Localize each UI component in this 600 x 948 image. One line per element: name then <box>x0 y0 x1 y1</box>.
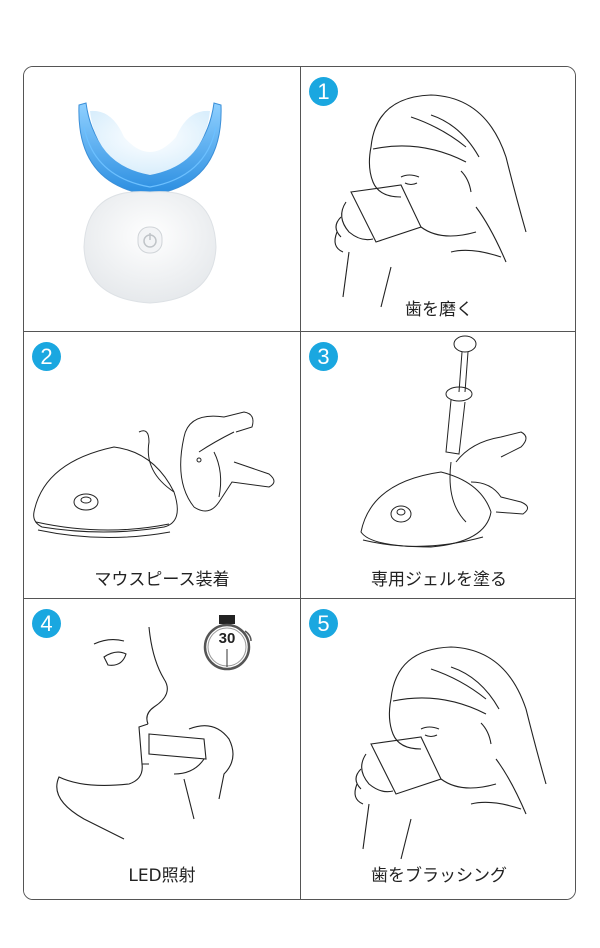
teeth-whitening-device-image <box>78 102 222 304</box>
panel-step-2: 2 マウスピース装着 <box>24 332 300 598</box>
step-caption: LED照射 <box>128 866 196 886</box>
step-badge: 3 <box>309 342 338 371</box>
panel-step-3: 3 専用ジェルを塗る <box>301 332 575 598</box>
stopwatch-icon <box>203 615 252 671</box>
step-badge: 2 <box>32 342 61 371</box>
step-caption: 専用ジェルを塗る <box>371 570 507 590</box>
led-mouthpiece-use-icon <box>56 626 234 840</box>
stopwatch-label: 30 <box>218 630 236 647</box>
step-caption: マウスピース装着 <box>94 570 230 590</box>
step-badge: 4 <box>32 609 61 638</box>
panel-step-1: 1 歯を磨く <box>301 67 575 331</box>
woman-drinking-cup-icon <box>354 646 547 860</box>
instruction-grid: 1 歯を磨く 2 マウ <box>23 66 576 900</box>
panel-product <box>24 67 300 331</box>
woman-drinking-cup-icon <box>334 94 527 308</box>
row-divider <box>24 598 575 600</box>
panel-step-4: 4 30 LED照射 <box>24 599 300 899</box>
gel-syringe-icon <box>360 335 528 548</box>
step-caption: 歯を磨く <box>405 300 473 320</box>
step-badge: 1 <box>309 77 338 106</box>
step-caption: 歯をブラッシング <box>371 866 507 886</box>
panel-step-5: 5 歯をブラッシング <box>301 599 575 899</box>
mouthpiece-attach-icon <box>33 411 275 538</box>
row-divider <box>24 331 575 333</box>
column-divider <box>300 67 302 899</box>
step-badge: 5 <box>309 609 338 638</box>
